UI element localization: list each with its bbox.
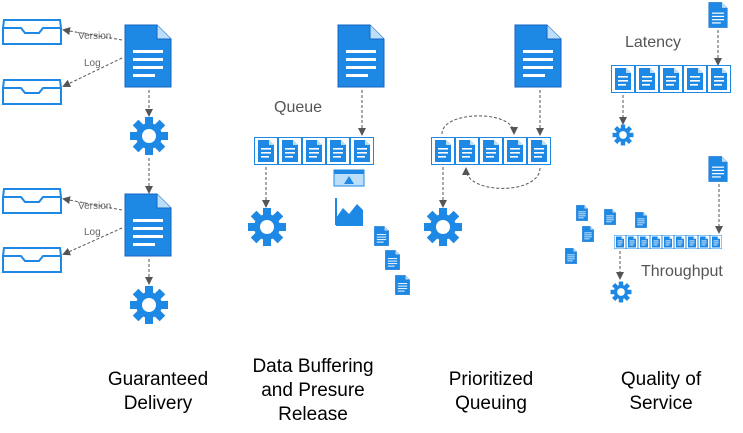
gear-icon xyxy=(130,286,168,324)
queue-cell xyxy=(659,65,683,93)
document-icon xyxy=(374,226,389,246)
queue-cell xyxy=(626,235,638,249)
gear-icon xyxy=(610,281,632,303)
queue-cell xyxy=(674,235,686,249)
queue-cell xyxy=(686,235,698,249)
document-icon xyxy=(124,193,172,257)
column-title-quality-of-service: Quality of Service xyxy=(620,369,702,414)
document-icon xyxy=(565,248,577,264)
throughput-queue xyxy=(614,235,722,249)
document-icon xyxy=(708,2,728,28)
queue-cell xyxy=(611,65,635,93)
log-label: Log xyxy=(84,58,101,69)
queue-cell xyxy=(278,137,302,165)
document-icon xyxy=(604,209,616,225)
queue-cell xyxy=(326,137,350,165)
storage-tray-icon xyxy=(2,247,62,273)
reorder-arrow xyxy=(441,115,518,135)
queue-cell xyxy=(527,137,551,165)
queue-cell xyxy=(455,137,479,165)
document-icon xyxy=(385,250,400,270)
storage-tray-icon xyxy=(2,19,62,45)
queue-cell xyxy=(254,137,278,165)
document-icon xyxy=(708,156,728,182)
document-icon xyxy=(582,226,594,242)
throughput-label: Throughput xyxy=(641,263,723,280)
document-icon xyxy=(395,275,410,295)
chart-icon xyxy=(334,196,364,226)
version-label: Version xyxy=(78,201,112,212)
queue-cell xyxy=(479,137,503,165)
column-title-guaranteed-delivery: Guaranteed Delivery xyxy=(107,369,209,414)
document-icon xyxy=(337,24,385,88)
queue-cell xyxy=(635,65,659,93)
version-label: Version xyxy=(78,31,112,42)
queue-cell xyxy=(350,137,374,165)
latency-label: Latency xyxy=(625,34,682,51)
warning-icon xyxy=(333,169,365,187)
log-arrow xyxy=(62,57,123,87)
gear-icon xyxy=(612,124,634,146)
latency-queue xyxy=(611,65,731,93)
queue-cell xyxy=(710,235,722,249)
queue-cell xyxy=(683,65,707,93)
queue-cell xyxy=(614,235,626,249)
document-icon xyxy=(576,205,588,221)
gear-icon xyxy=(424,208,462,246)
queue xyxy=(254,137,374,165)
priority-queue xyxy=(431,137,551,165)
queue-cell xyxy=(431,137,455,165)
column-title-data-buffering: Data Buffering and Presure Release xyxy=(252,356,374,425)
reorder-arrow xyxy=(462,167,541,189)
gear-icon xyxy=(130,117,168,155)
document-icon xyxy=(635,212,647,228)
queue-label: Queue xyxy=(274,99,323,116)
queue-cell xyxy=(662,235,674,249)
document-icon xyxy=(514,24,562,88)
queue-cell xyxy=(650,235,662,249)
queue-cell xyxy=(707,65,731,93)
document-icon xyxy=(124,24,172,88)
storage-tray-icon xyxy=(2,188,62,214)
column-title-prioritized-queuing: Prioritized Queuing xyxy=(448,369,534,414)
log-label: Log xyxy=(84,227,101,238)
gear-icon xyxy=(248,208,286,246)
queue-cell xyxy=(302,137,326,165)
log-arrow xyxy=(62,227,123,256)
queue-cell xyxy=(503,137,527,165)
queue-cell xyxy=(638,235,650,249)
storage-tray-icon xyxy=(2,79,62,105)
queue-cell xyxy=(698,235,710,249)
